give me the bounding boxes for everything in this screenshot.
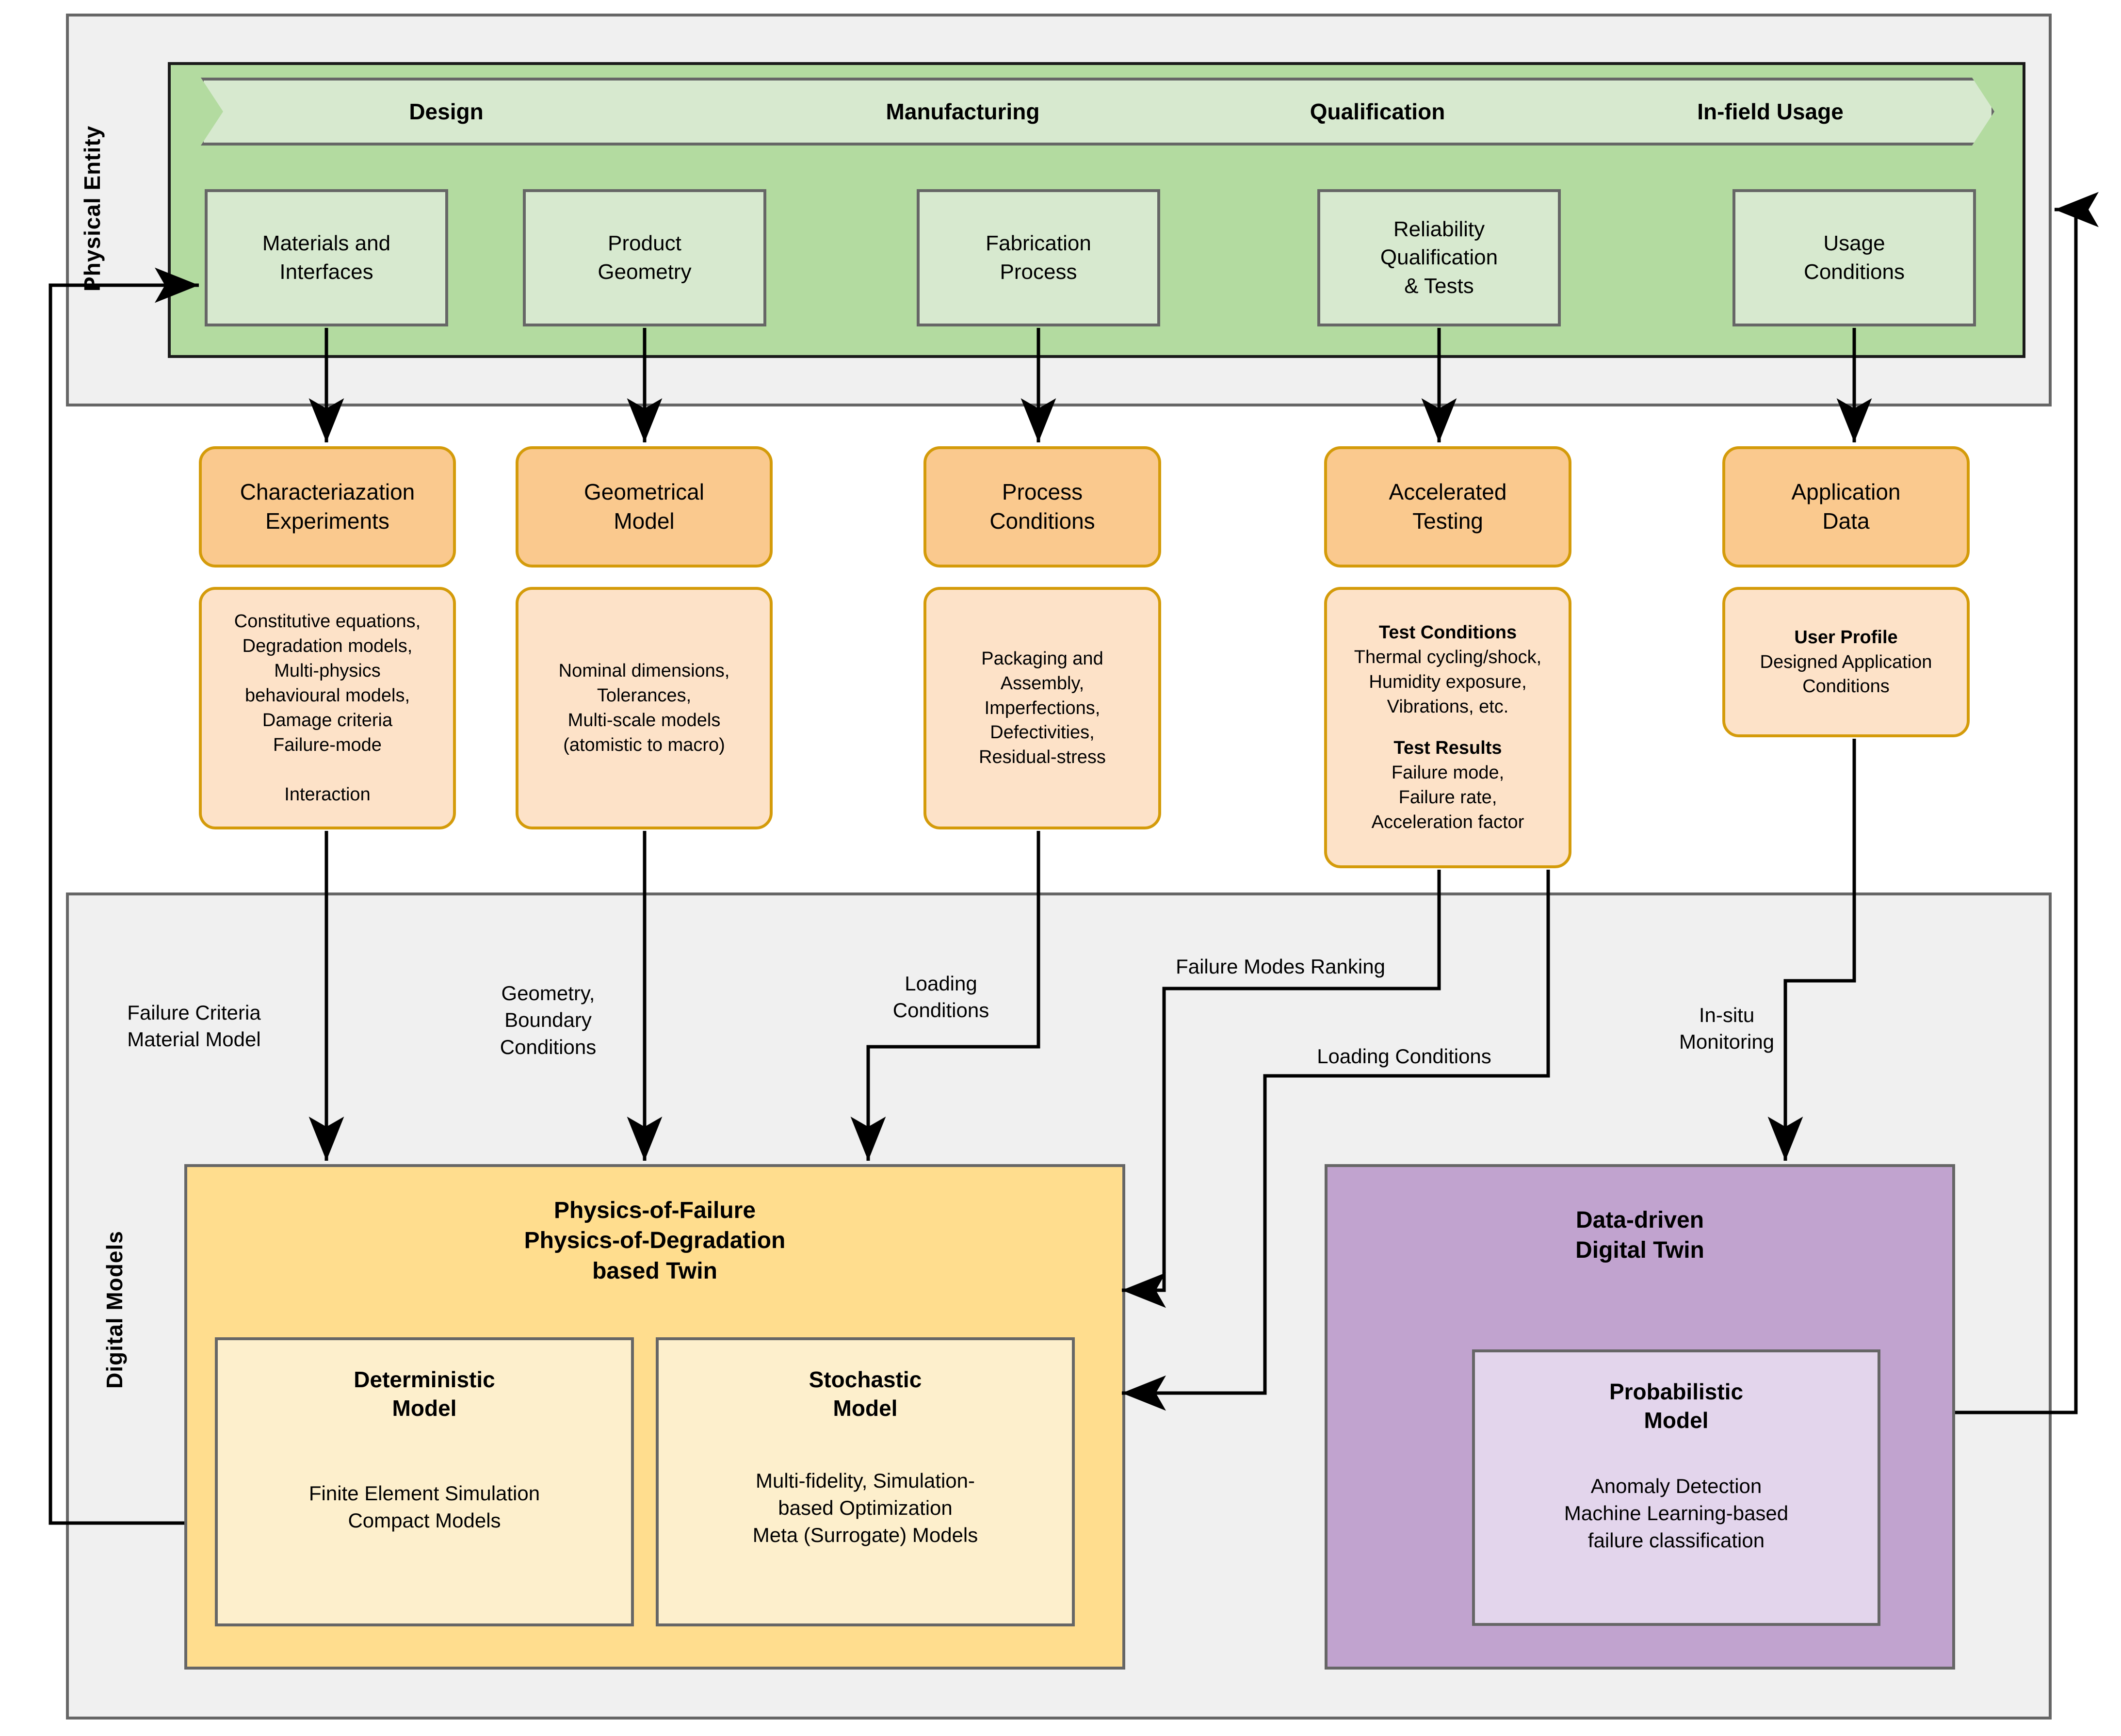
body-text: Designed Application Conditions (1760, 651, 1932, 697)
physics-of-failure-twin-title: Physics-of-Failure Physics-of-Degradatio… (524, 1198, 786, 1284)
box-line: Reliability (1393, 217, 1485, 242)
box-line: Qualification (1380, 245, 1498, 270)
stage-label-manufacturing: Manufacturing (886, 99, 1040, 124)
stochastic-model-box: Stochastic Model Multi-fidelity, Simulat… (656, 1337, 1075, 1626)
box-line: Usage (1823, 231, 1885, 256)
sub-model-body: Multi-fidelity, Simulation- based Optimi… (752, 1469, 978, 1547)
head-line: Testing (1412, 508, 1483, 534)
source-head-geometrical-model: Geometrical Model (516, 446, 773, 568)
flow-label-failure-criteria-material-model: Failure Criteria Material Model (127, 1001, 261, 1051)
digital-models-label: Digital Models (102, 1231, 127, 1389)
body-text: Nominal dimensions, Tolerances, Multi-sc… (558, 661, 730, 755)
body-text: Thermal cycling/shock, Humidity exposure… (1354, 647, 1542, 717)
flow-label-loading-conditions-2: Loading Conditions (1317, 1045, 1491, 1068)
body-text: Constitutive equations, Degradation mode… (234, 611, 421, 805)
physical-box-materials-and-interfaces: Materials and Interfaces (205, 189, 448, 326)
stage-label-in-field-usage: In-field Usage (1697, 99, 1844, 124)
head-line: Experiments (265, 508, 389, 534)
data-driven-digital-twin-title: Data-driven Digital Twin (1575, 1207, 1704, 1264)
box-line: Interfaces (279, 260, 373, 284)
source-head-application-data: Application Data (1722, 446, 1970, 568)
sub-model-body: Anomaly Detection Machine Learning-based… (1564, 1474, 1789, 1552)
physical-box-fabrication-process: Fabrication Process (917, 189, 1160, 326)
head-line: Geometrical (584, 479, 704, 505)
source-head-process-conditions: Process Conditions (923, 446, 1161, 568)
box-line: Materials and (262, 231, 391, 256)
sub-model-heading: Stochastic Model (809, 1367, 922, 1421)
head-line: Data (1822, 508, 1870, 534)
source-body-process-conditions: Packaging and Assembly, Imperfections, D… (923, 587, 1161, 829)
flow-label-in-situ-monitoring: In-situ Monitoring (1679, 1004, 1775, 1054)
physical-box-reliability-qualification-and-tests: Reliability Qualification & Tests (1317, 189, 1561, 326)
probabilistic-model-box: Probabilistic Model Anomaly Detection Ma… (1472, 1349, 1880, 1626)
head-line: Accelerated (1389, 479, 1507, 505)
source-head-characterization-experiments: Characteriazation Experiments (199, 446, 456, 568)
head-line: Model (614, 508, 675, 534)
sub-model-heading: Deterministic Model (354, 1367, 495, 1421)
deterministic-model-box: Deterministic Model Finite Element Simul… (215, 1337, 634, 1626)
box-line: Fabrication (986, 231, 1091, 256)
box-line: Process (1000, 260, 1077, 284)
flow-label-loading-conditions-1: Loading Conditions (892, 972, 989, 1022)
source-body-geometrical-model: Nominal dimensions, Tolerances, Multi-sc… (516, 587, 773, 829)
body-heading: User Profile (1794, 627, 1898, 648)
box-line: & Tests (1404, 274, 1474, 298)
physical-entity-label: Physical Entity (80, 125, 105, 292)
body-heading: Test Results (1393, 738, 1502, 758)
box-line: Geometry (598, 260, 692, 284)
flow-label-geometry-boundary-conditions: Geometry, Boundary Conditions (500, 982, 597, 1058)
flow-label-failure-modes-ranking: Failure Modes Ranking (1176, 955, 1385, 978)
lifecycle-chevron (201, 78, 1994, 146)
head-line: Process (1002, 479, 1083, 505)
source-body-application-data: User Profile Designed Application Condit… (1722, 587, 1970, 737)
head-line: Application (1791, 479, 1901, 505)
body-heading: Test Conditions (1378, 622, 1517, 643)
body-text: Failure mode, Failure rate, Acceleration… (1371, 762, 1524, 832)
source-head-accelerated-testing: Accelerated Testing (1324, 446, 1571, 568)
physical-box-usage-conditions: Usage Conditions (1732, 189, 1976, 326)
stage-label-qualification: Qualification (1310, 99, 1445, 124)
box-line: Product (608, 231, 681, 256)
physical-box-product-geometry: Product Geometry (523, 189, 766, 326)
source-body-accelerated-testing: Test Conditions Thermal cycling/shock, H… (1324, 587, 1571, 868)
stage-label-design: Design (409, 99, 484, 124)
body-text: Packaging and Assembly, Imperfections, D… (979, 648, 1106, 768)
sub-model-heading: Probabilistic Model (1609, 1379, 1744, 1433)
sub-model-body: Finite Element Simulation Compact Models (308, 1481, 540, 1532)
box-line: Conditions (1804, 260, 1905, 284)
head-line: Conditions (989, 508, 1095, 534)
source-body-characterization-experiments: Constitutive equations, Degradation mode… (199, 587, 456, 829)
head-line: Characteriazation (240, 479, 415, 505)
